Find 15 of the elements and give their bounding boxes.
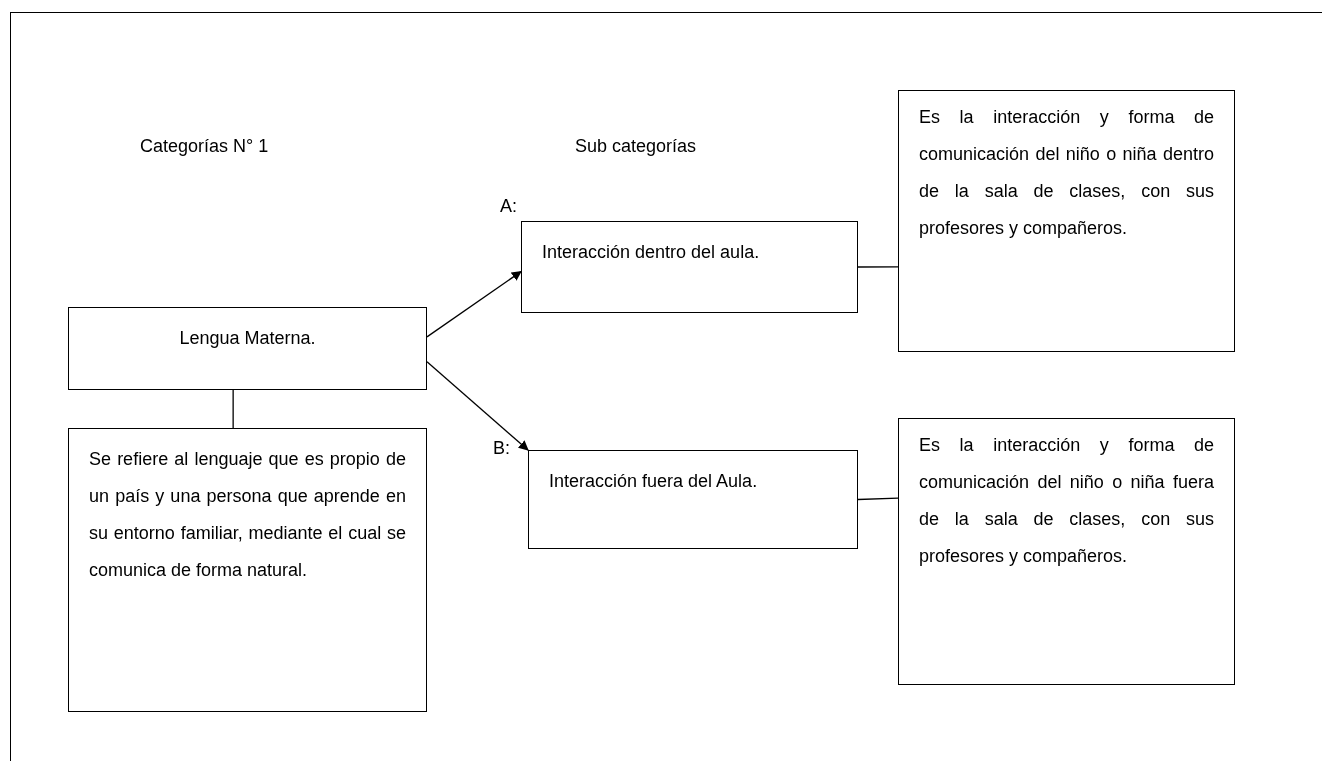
- connector-line: [857, 497, 899, 501]
- column-heading: Sub categorías: [575, 135, 697, 158]
- text-box: Se refiere al lenguaje que es propio de un país y una persona que aprende en su entorno familiar, mediante el cual se comunica de forma natural.: [68, 428, 427, 712]
- connector-line: [232, 389, 234, 429]
- item-letter: A:: [500, 195, 517, 218]
- text-box: Interacción dentro del aula.: [521, 221, 858, 313]
- text-box: Lengua Materna.: [68, 307, 427, 390]
- connector-line: [857, 266, 899, 268]
- arrow: [426, 270, 522, 338]
- column-heading: Categorías N° 1: [140, 135, 269, 158]
- text-box: Es la interacción y forma de comunicación del niño o niña dentro de la sala de clases, con sus profesores y compañeros.: [898, 90, 1235, 352]
- text-box: Es la interacción y forma de comunicación del niño o niña fuera de la sala de clases, con sus profesores y compañeros.: [898, 418, 1235, 685]
- arrow: [426, 361, 529, 451]
- text-box: Interacción fuera del Aula.: [528, 450, 858, 549]
- item-letter: B:: [493, 437, 510, 460]
